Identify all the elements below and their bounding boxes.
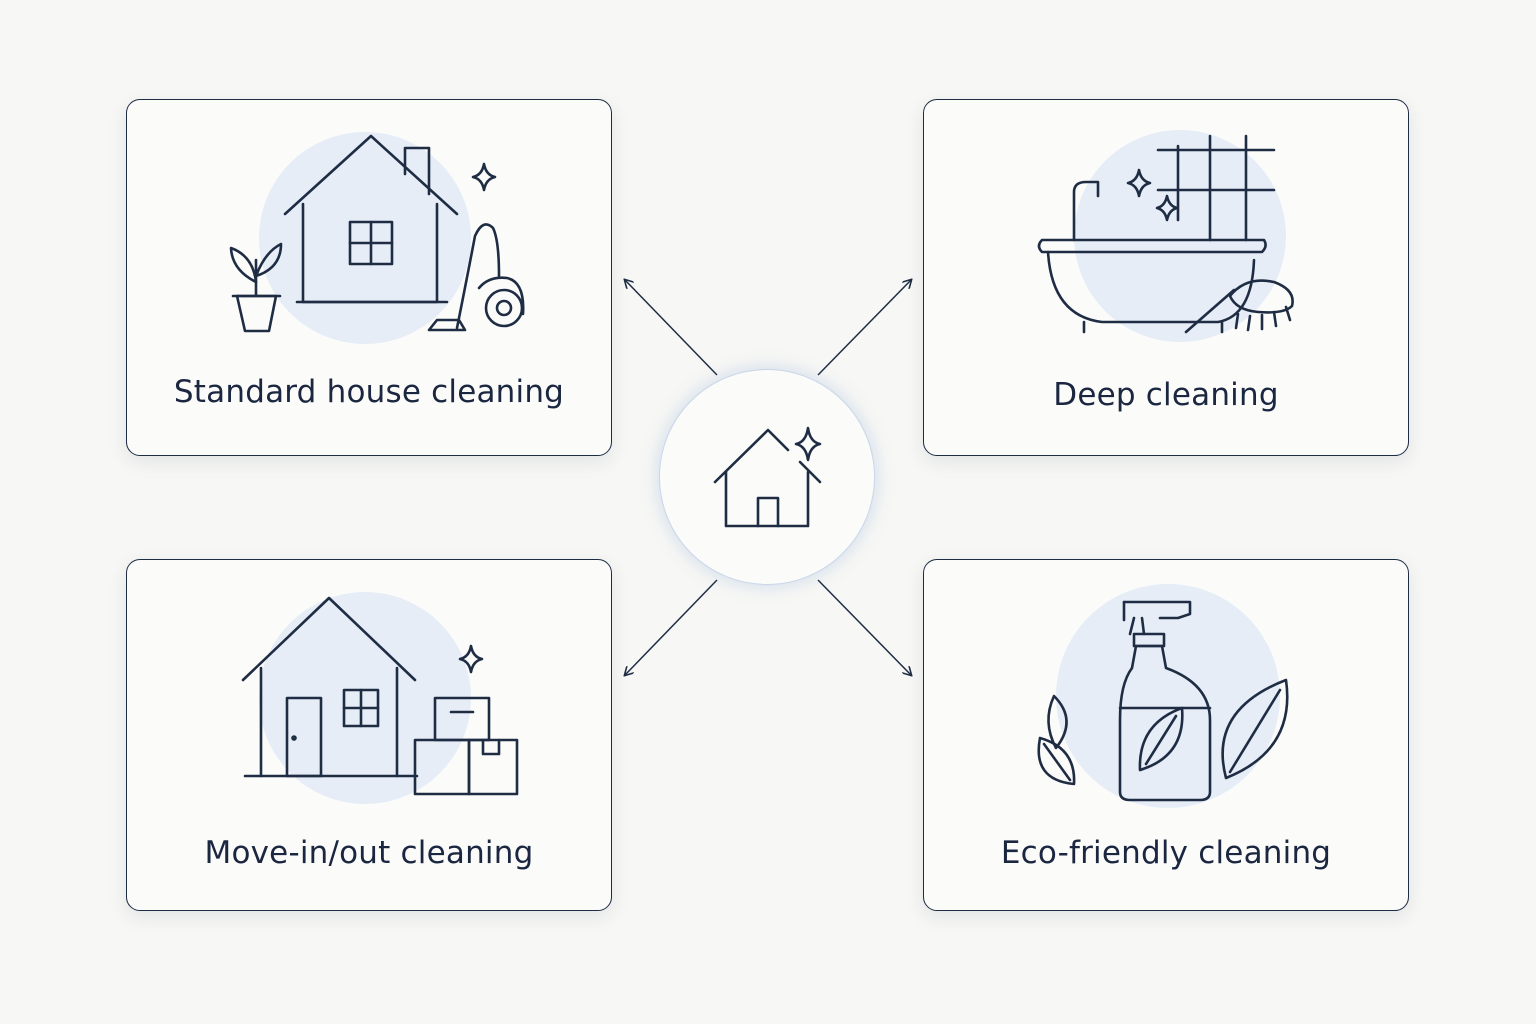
arrow-to-eco: [817, 579, 911, 675]
spray-bottle-leaves-icon: [1037, 584, 1289, 808]
service-label: Eco-friendly cleaning: [1000, 835, 1332, 871]
service-label: Deep cleaning: [1053, 377, 1279, 413]
arrow-to-standard: [625, 280, 718, 376]
house-vacuum-plant-icon: [229, 132, 525, 344]
arrow-to-move: [625, 579, 718, 675]
center-hub: [659, 369, 875, 585]
service-card-eco[interactable]: Eco-friendly cleaning: [923, 559, 1409, 911]
service-label: Standard house cleaning: [173, 374, 565, 410]
arrow-to-deep: [817, 280, 911, 376]
sparkling-house-icon: [713, 426, 822, 528]
service-card-deep[interactable]: Deep cleaning: [923, 99, 1409, 456]
service-label: Move-in/out cleaning: [204, 835, 534, 871]
service-card-move[interactable]: Move-in/out cleaning: [126, 559, 612, 911]
bathtub-brush-icon: [1037, 130, 1294, 342]
house-boxes-icon: [241, 592, 519, 804]
service-card-standard[interactable]: Standard house cleaning: [126, 99, 612, 456]
